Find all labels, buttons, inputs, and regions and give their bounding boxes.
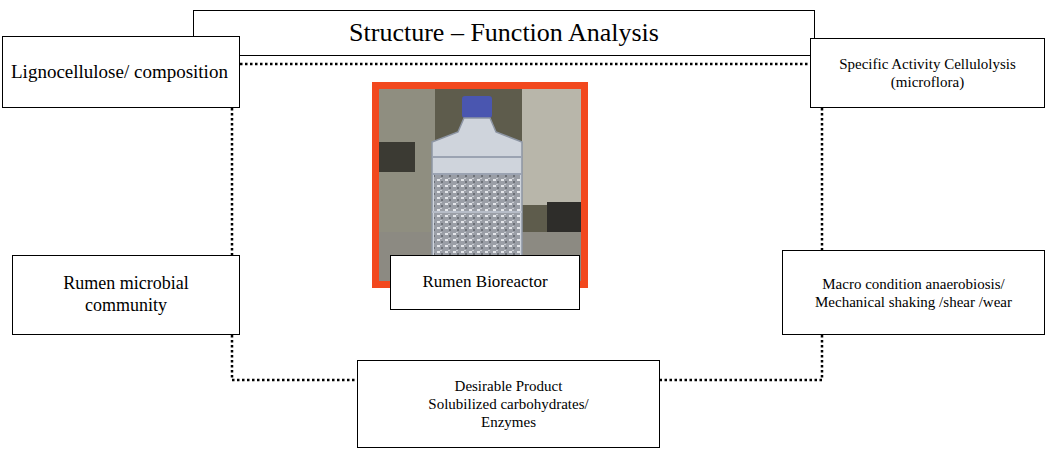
dotted-connector [231, 108, 234, 255]
dotted-connector [232, 335, 357, 380]
jug-body [432, 118, 522, 272]
dotted-connector [821, 108, 824, 250]
process-box: Lignocellulose/ composition [2, 36, 240, 108]
box-text: Solubilized carbohydrates/ Enzymes [404, 395, 614, 431]
diagram-title: Structure – Function Analysis [349, 17, 659, 48]
photo-door [522, 85, 585, 205]
box-text: Desirable Product [455, 377, 563, 395]
jug-rib [432, 156, 522, 158]
process-box: Rumen Bioreactor [390, 255, 580, 310]
dotted-connector [240, 63, 810, 66]
jug-cap [462, 96, 492, 118]
photo-equipment [375, 142, 415, 172]
box-text: Lignocellulose/ composition [11, 61, 228, 84]
dotted-connector [660, 335, 822, 380]
box-text: Specific Activity Cellulolysis (microflo… [819, 55, 1036, 91]
title-box: Structure – Function Analysis [193, 10, 815, 56]
box-text: Rumen Bioreactor [422, 272, 547, 292]
box-text: Macro condition anaerobiosis/ Mechanical… [791, 275, 1036, 311]
jug-rib [432, 211, 522, 213]
process-box: Specific Activity Cellulolysis (microflo… [810, 38, 1045, 108]
process-box: Desirable ProductSolubilized carbohydrat… [357, 360, 660, 448]
process-box: Macro condition anaerobiosis/ Mechanical… [782, 250, 1045, 335]
jug-rib [432, 173, 522, 175]
box-text: Rumen microbial community [31, 273, 221, 316]
process-box: Rumen microbial community [12, 255, 240, 335]
